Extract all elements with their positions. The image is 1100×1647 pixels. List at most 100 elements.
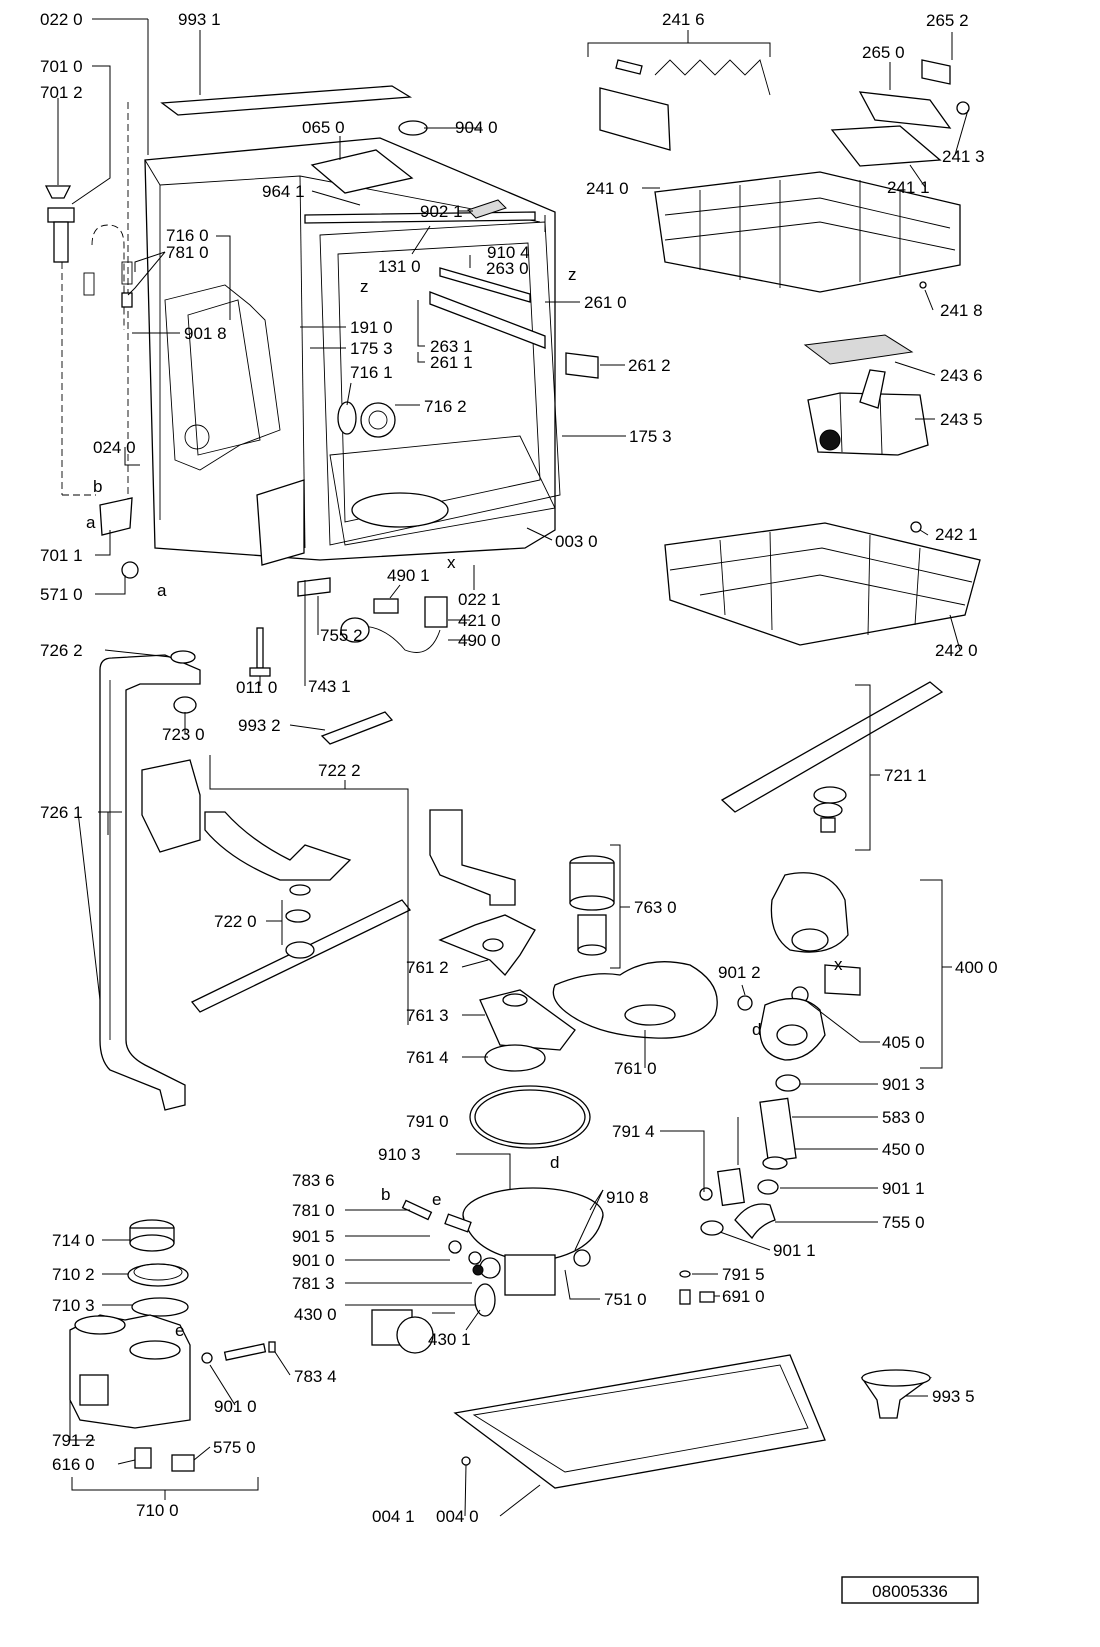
letter-e-2: e [175, 1321, 184, 1340]
label-761-4: 761 4 [406, 1048, 449, 1067]
label-723-0: 723 0 [162, 725, 205, 744]
label-993-5: 993 5 [932, 1387, 975, 1406]
label-901-5: 901 5 [292, 1227, 335, 1246]
label-993-2: 993 2 [238, 716, 281, 735]
label-755-2: 755 2 [320, 626, 363, 645]
label-716-1: 716 1 [350, 363, 393, 382]
label-022-0: 022 0 [40, 10, 83, 29]
label-242-0: 242 0 [935, 641, 978, 660]
label-904-0: 904 0 [455, 118, 498, 137]
cutlery-basket-drawing [803, 334, 929, 456]
label-261-1: 261 1 [430, 353, 473, 372]
reference-number: 08005336 [872, 1582, 948, 1601]
label-575-0: 575 0 [213, 1438, 256, 1457]
label-901-3: 901 3 [882, 1075, 925, 1094]
label-701-2: 701 2 [40, 83, 83, 102]
label-902-1: 902 1 [420, 202, 463, 221]
label-024-0: 024 0 [93, 438, 136, 457]
label-791-2: 791 2 [52, 1431, 95, 1450]
label-901-0-a: 901 0 [292, 1251, 335, 1270]
letter-x-2: x [834, 955, 843, 974]
label-261-0: 261 0 [584, 293, 627, 312]
leader-lines [57, 18, 969, 1517]
label-710-0: 710 0 [136, 1501, 179, 1520]
cabinet-drawing [44, 85, 599, 745]
label-761-0: 761 0 [614, 1059, 657, 1078]
label-791-0: 791 0 [406, 1112, 449, 1131]
label-910-3: 910 3 [378, 1145, 421, 1164]
label-022-1: 022 1 [458, 590, 501, 609]
label-241-1: 241 1 [887, 178, 930, 197]
label-783-6: 783 6 [292, 1171, 335, 1190]
label-901-1-b: 901 1 [773, 1241, 816, 1260]
label-701-0: 701 0 [40, 57, 83, 76]
label-783-4: 783 4 [294, 1367, 337, 1386]
label-405-0: 405 0 [882, 1033, 925, 1052]
label-993-1: 993 1 [178, 10, 221, 29]
letter-e-1: e [432, 1190, 441, 1209]
label-726-2: 726 2 [40, 641, 83, 660]
label-781-3: 781 3 [292, 1274, 335, 1293]
label-751-0: 751 0 [604, 1290, 647, 1309]
label-710-2: 710 2 [52, 1265, 95, 1284]
label-004-0: 004 0 [436, 1507, 479, 1526]
label-910-8: 910 8 [606, 1188, 649, 1207]
label-175-3-b: 175 3 [629, 427, 672, 446]
base-tray-drawing [453, 1354, 932, 1489]
label-265-0: 265 0 [862, 43, 905, 62]
letter-d-2: d [550, 1153, 559, 1172]
label-743-1: 743 1 [308, 677, 351, 696]
label-714-0: 714 0 [52, 1231, 95, 1250]
label-011-0: 011 0 [236, 678, 277, 697]
label-430-1: 430 1 [428, 1330, 471, 1349]
reference-number-box: 08005336 [841, 1576, 979, 1604]
pump-sump-drawing [371, 809, 861, 1354]
connection-letters: z z b a a x x d d b e e [86, 265, 843, 1340]
letter-z-2: z [568, 265, 577, 284]
part-labels: 022 0 993 1 701 0 701 2 065 0 904 0 964 … [40, 10, 998, 1526]
label-761-2: 761 2 [406, 958, 449, 977]
letter-b-1: b [93, 477, 102, 496]
label-583-0: 583 0 [882, 1108, 925, 1127]
letter-a-1: a [86, 513, 96, 532]
label-763-0: 763 0 [634, 898, 677, 917]
label-791-5: 791 5 [722, 1265, 765, 1284]
label-241-6: 241 6 [662, 10, 705, 29]
label-191-0: 191 0 [350, 318, 393, 337]
label-261-2: 261 2 [628, 356, 671, 375]
label-910-4: 910 4 [487, 243, 530, 262]
label-421-0: 421 0 [458, 611, 501, 630]
label-430-0: 430 0 [294, 1305, 337, 1324]
label-241-3: 241 3 [942, 147, 985, 166]
label-701-1: 701 1 [40, 546, 83, 565]
label-616-0: 616 0 [52, 1455, 95, 1474]
label-710-3: 710 3 [52, 1296, 95, 1315]
label-263-1: 263 1 [430, 337, 473, 356]
letter-a-2: a [157, 581, 167, 600]
label-716-0: 716 0 [166, 226, 209, 245]
label-004-1: 004 1 [372, 1507, 415, 1526]
label-726-1: 726 1 [40, 803, 83, 822]
letter-z-1: z [360, 277, 369, 296]
softener-drawing [69, 1219, 276, 1472]
label-400-0: 400 0 [955, 958, 998, 977]
label-901-2: 901 2 [718, 963, 761, 982]
label-243-5: 243 5 [940, 410, 983, 429]
spray-arm-drawing [99, 650, 944, 1111]
letter-x-1: x [447, 553, 456, 572]
label-571-0: 571 0 [40, 585, 83, 604]
label-450-0: 450 0 [882, 1140, 925, 1159]
label-716-2: 716 2 [424, 397, 467, 416]
label-901-1-a: 901 1 [882, 1179, 925, 1198]
label-131-0: 131 0 [378, 257, 421, 276]
label-691-0: 691 0 [722, 1287, 765, 1306]
label-490-0: 490 0 [458, 631, 501, 650]
label-761-3: 761 3 [406, 1006, 449, 1025]
upper-basket-drawing [599, 59, 970, 293]
label-241-0: 241 0 [586, 179, 629, 198]
letter-b-2: b [381, 1185, 390, 1204]
label-964-1: 964 1 [262, 182, 305, 201]
label-241-8: 241 8 [940, 301, 983, 320]
label-901-0-b: 901 0 [214, 1397, 257, 1416]
